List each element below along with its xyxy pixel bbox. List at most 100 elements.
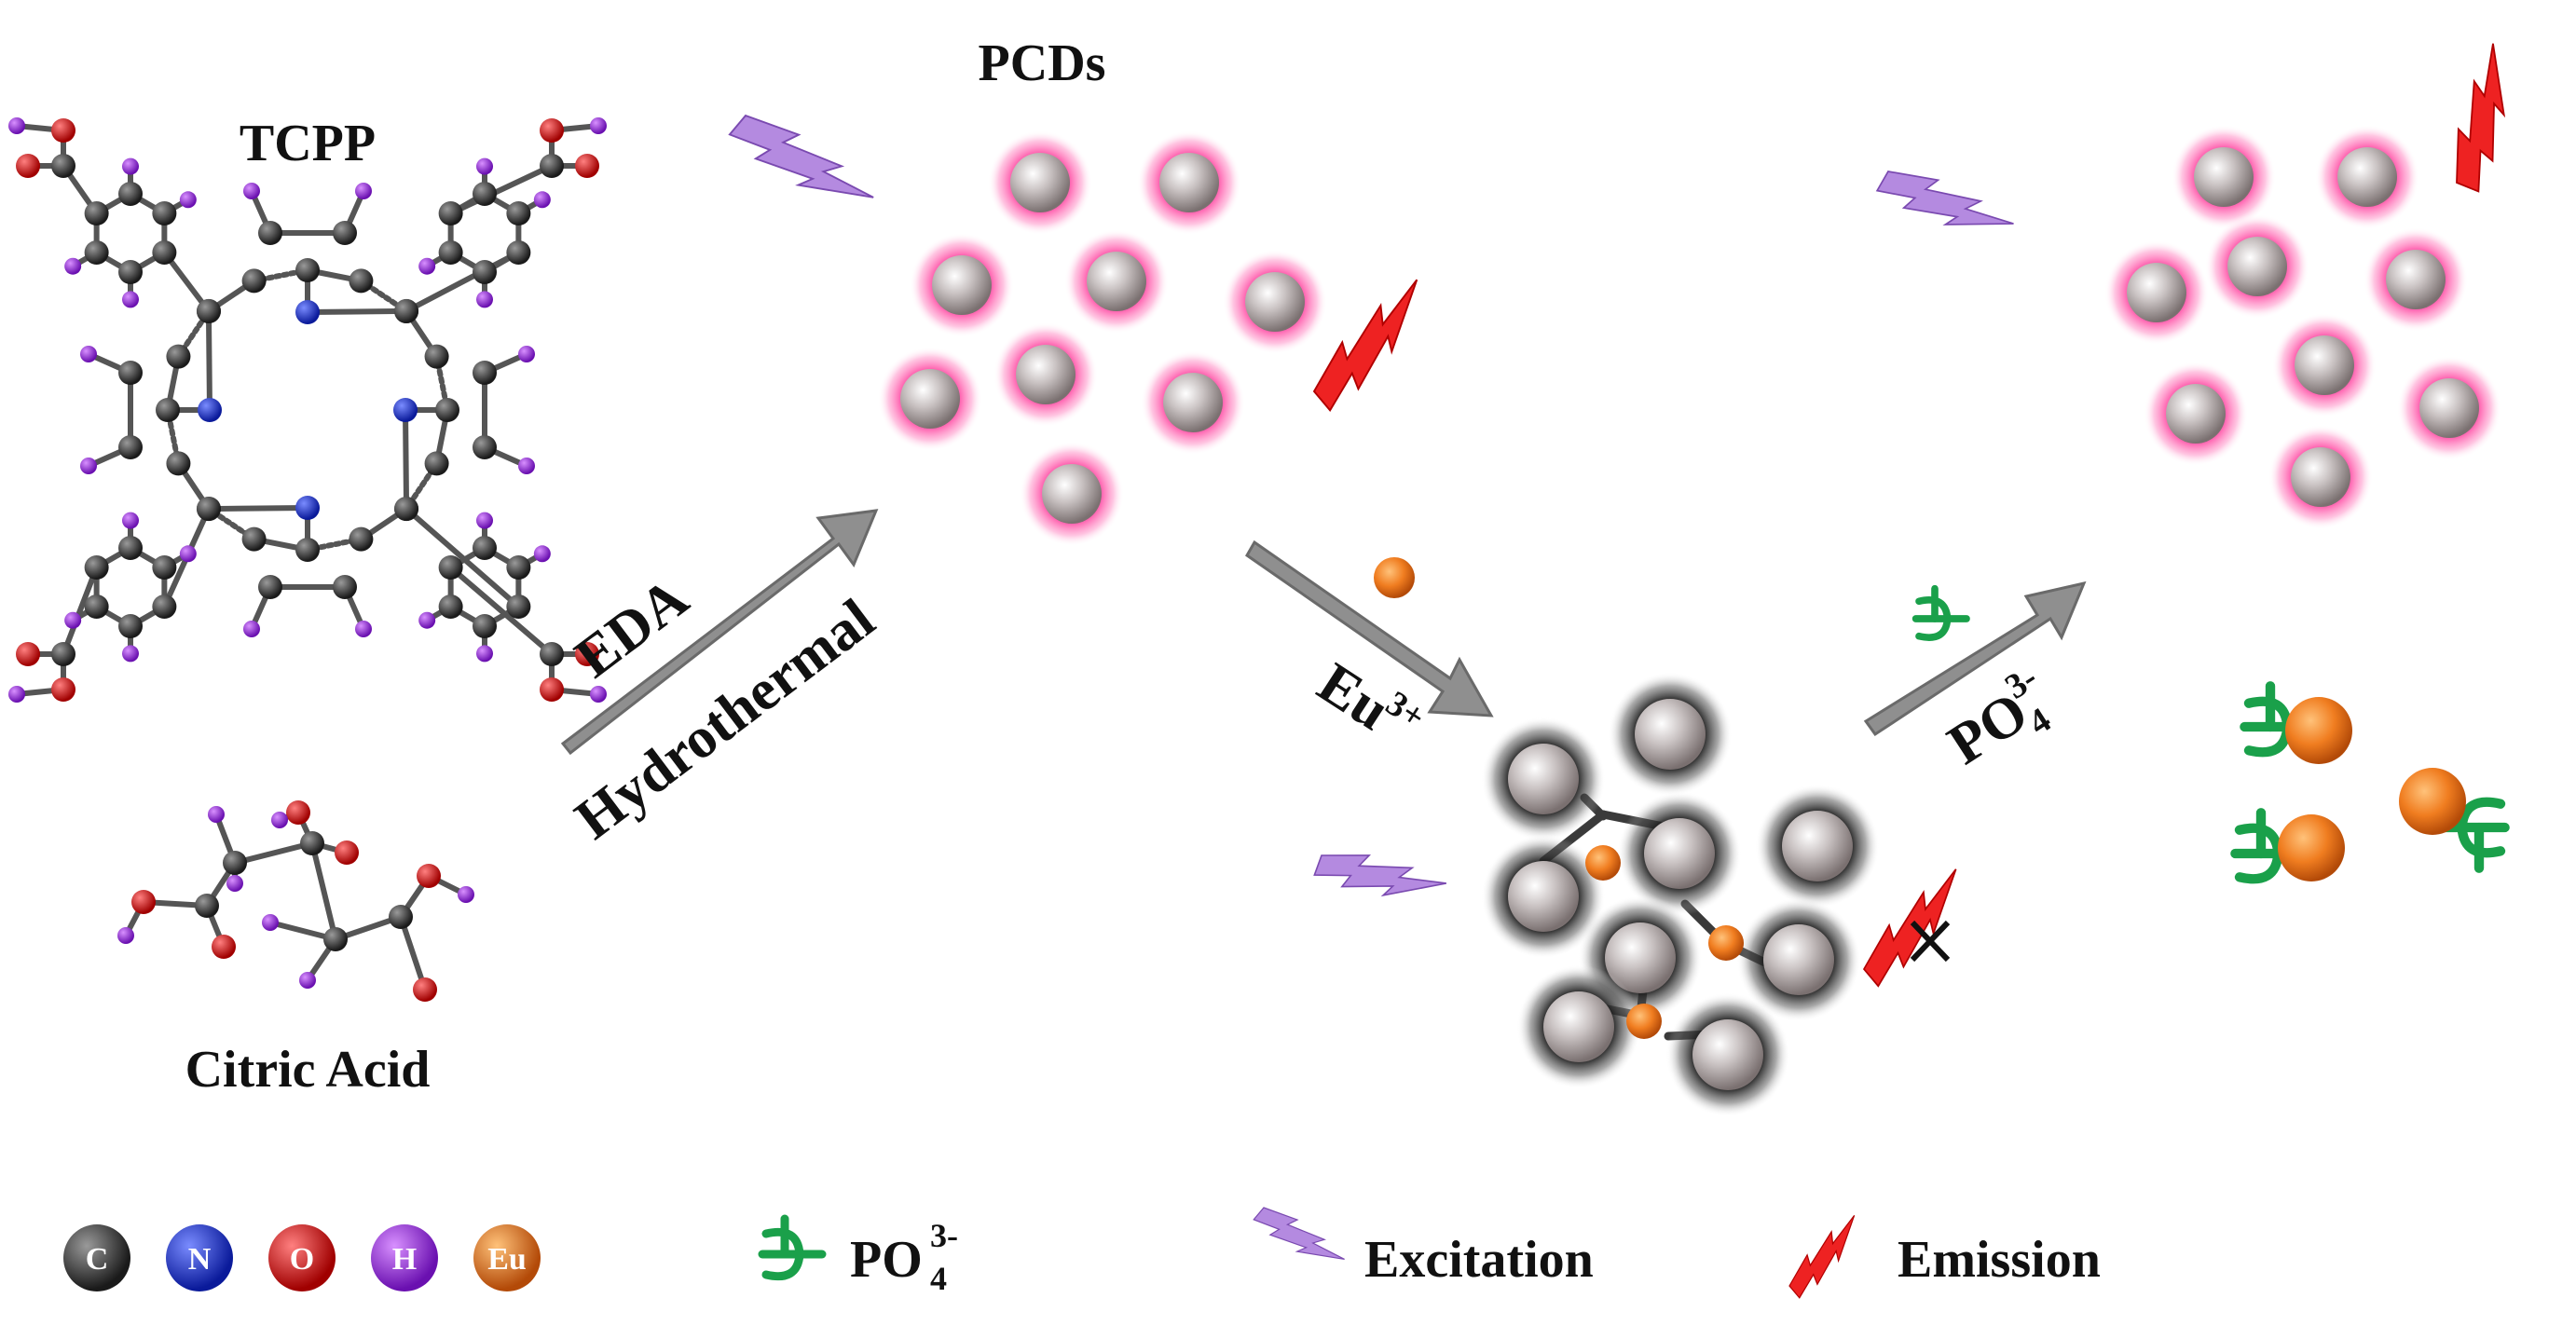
dot-core	[2227, 237, 2287, 296]
atom-H	[80, 346, 97, 362]
atom-C	[241, 268, 267, 294]
dot-core	[1159, 153, 1219, 212]
carbon-dot	[910, 233, 1014, 337]
dot-core	[1635, 699, 1706, 770]
eu-ion	[1374, 557, 1415, 598]
atom-C	[118, 182, 143, 206]
legend-excitation-icon-shape	[1253, 1207, 1345, 1261]
atom-C	[389, 905, 413, 929]
atom-H	[122, 291, 139, 308]
bond	[305, 307, 410, 315]
pcds-label: PCDs	[979, 34, 1106, 92]
legend-phosphate-sup: 3-	[930, 1217, 958, 1254]
dot-core	[1644, 818, 1715, 889]
atom-H	[476, 512, 493, 529]
atom-H	[179, 191, 197, 209]
dot-core	[1010, 153, 1070, 212]
dot-core	[2337, 147, 2397, 207]
atom-C	[473, 435, 497, 459]
legend-emission-icon	[1788, 1214, 1856, 1299]
carbon-dot	[2397, 356, 2501, 460]
emission-bolt-icon-shape	[1862, 868, 1957, 988]
phosphate-icon	[1911, 584, 1970, 641]
atom-O	[575, 154, 599, 178]
dot-core	[1245, 272, 1305, 332]
atom-H	[418, 611, 436, 629]
atom-C	[473, 614, 497, 638]
carbon-dot	[1141, 350, 1245, 455]
pcds-recovered-cluster	[2104, 125, 2501, 529]
x-stroke	[1910, 920, 1951, 963]
atom-C	[349, 526, 374, 552]
citric-acid-molecule	[117, 800, 474, 1002]
atom-H	[122, 157, 139, 175]
atom-H	[208, 806, 225, 823]
atom-O	[16, 154, 40, 178]
bond	[398, 914, 428, 992]
legend-atom-Eu	[473, 1224, 541, 1291]
atom-C	[84, 555, 109, 580]
atom-H	[226, 875, 243, 892]
atom-H	[590, 117, 607, 134]
atom-C	[349, 268, 374, 294]
atom-C	[438, 594, 463, 619]
bond	[205, 307, 212, 413]
atom-C	[424, 344, 449, 369]
bond	[61, 565, 100, 657]
legend-atom-label: O	[290, 1242, 314, 1277]
atom-C	[540, 642, 564, 666]
step2-arrow	[1245, 540, 1494, 717]
carbon-dot	[2205, 214, 2309, 319]
dot-core	[900, 369, 960, 429]
dot-core	[2166, 384, 2226, 444]
dot-core	[1163, 373, 1223, 432]
atom-H	[8, 686, 25, 703]
atom-C	[156, 398, 180, 422]
phosphate-icon	[1911, 584, 1970, 641]
atom-C	[506, 201, 531, 225]
dot-core	[2295, 335, 2354, 395]
atom-H	[271, 812, 288, 828]
atom-C	[506, 555, 531, 580]
excitation-bolt-icon	[1875, 171, 2014, 225]
carbon-dot	[1223, 250, 1327, 354]
atom-C	[258, 575, 282, 599]
dot-core	[2194, 147, 2254, 207]
eu-phosphate-complexes	[2230, 681, 2510, 884]
atom-O	[540, 118, 564, 143]
carbon-dot	[1516, 964, 1641, 1089]
atom-O	[575, 642, 599, 666]
eu-ion	[2278, 814, 2345, 881]
atom-H	[533, 545, 551, 563]
dot-core	[1508, 861, 1579, 932]
atom-C	[506, 240, 531, 265]
carbon-dot	[2364, 227, 2468, 332]
atom-C	[473, 260, 497, 284]
legend-atom-label: Eu	[487, 1242, 527, 1277]
dot-core	[2291, 447, 2350, 507]
legend-phosphate-icon	[758, 1214, 827, 1281]
atom-C	[84, 201, 109, 225]
dot-core	[1543, 991, 1614, 1062]
eu-ion	[1585, 845, 1621, 881]
atom-O	[413, 977, 437, 1002]
excitation-bolt-icon-shape	[1875, 171, 2014, 225]
atom-H	[122, 645, 139, 663]
atom-C	[51, 154, 75, 178]
atom-H	[458, 886, 474, 903]
atom-N	[198, 398, 222, 422]
eu-ion	[1708, 925, 1744, 961]
emission-bolt-icon	[2456, 43, 2506, 193]
legend-atom-label: H	[392, 1242, 417, 1277]
atom-C	[118, 260, 143, 284]
emission-bolt-icon	[1862, 868, 1957, 988]
dot-core	[1042, 464, 1102, 524]
atom-O	[51, 118, 75, 143]
dot-core	[2419, 378, 2479, 438]
dot-core	[1508, 744, 1579, 814]
dot-core	[2127, 263, 2186, 322]
atom-N	[295, 496, 320, 520]
legend-phosphate-sub: 4	[930, 1260, 947, 1297]
